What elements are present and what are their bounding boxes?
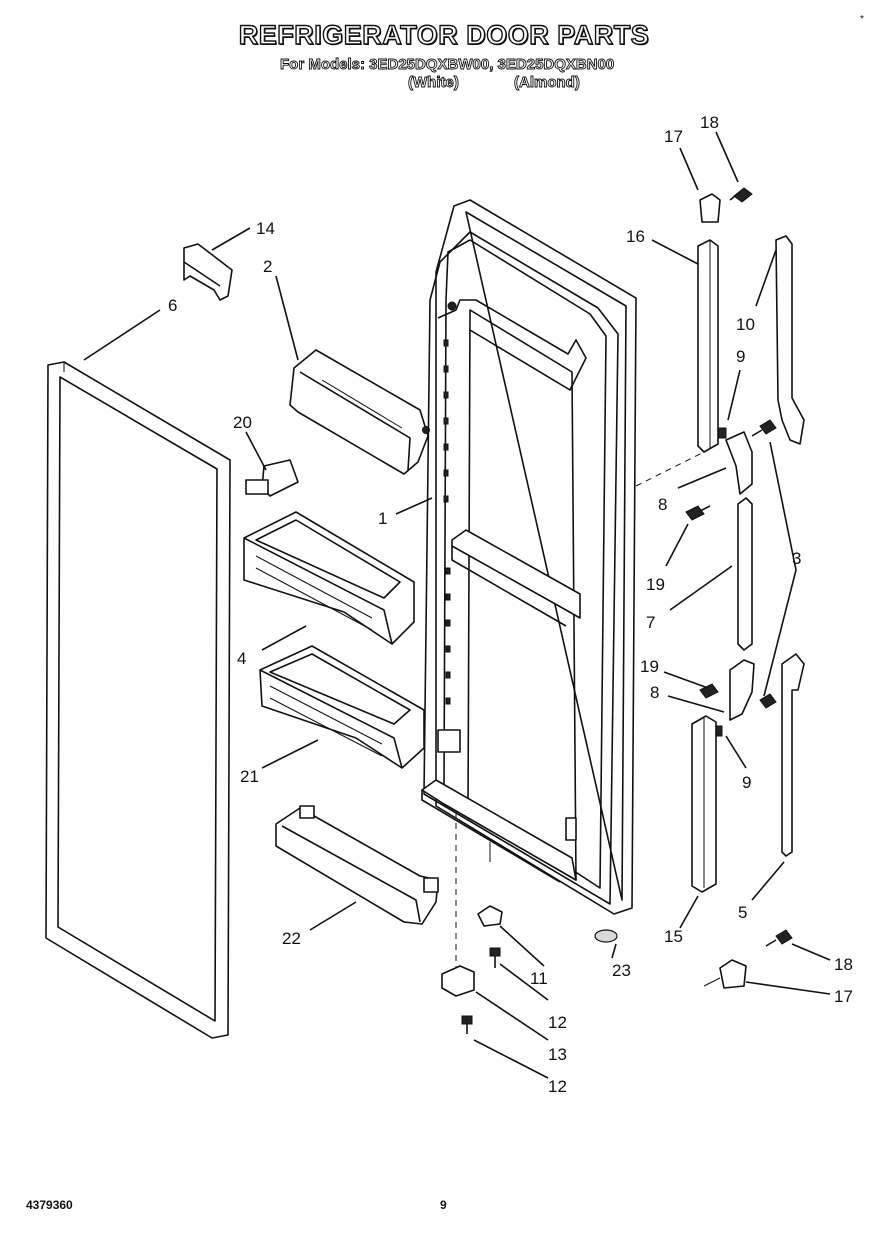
callout-16: 16 [626, 227, 645, 246]
callout-3: 3 [792, 549, 801, 568]
hinge-axis-lines [455, 451, 721, 987]
callout-9-bottom: 9 [742, 773, 751, 792]
part-15-trim [691, 715, 717, 893]
leader-lines [83, 131, 831, 1079]
callout-17-top: 17 [664, 127, 683, 146]
part-10-handle-trim [775, 235, 805, 445]
callout-labels: 14 2 6 20 1 4 21 22 16 17 18 10 9 8 19 7… [168, 113, 853, 1096]
callout-19-bottom: 19 [640, 657, 659, 676]
part-4-door-bin [243, 511, 415, 645]
callout-12-lower: 12 [548, 1077, 567, 1096]
callout-15: 15 [664, 927, 683, 946]
callout-7: 7 [646, 613, 655, 632]
part-1-door-liner [421, 199, 637, 915]
callout-18-bottom: 18 [834, 955, 853, 974]
callout-8-top: 8 [658, 495, 667, 514]
callout-8-bottom: 8 [650, 683, 659, 702]
callout-21: 21 [240, 767, 259, 786]
part-19-screw-lower [699, 683, 719, 699]
document-number: 4379360 [26, 1198, 73, 1212]
page-title: REFRIGERATOR DOOR PARTS [238, 19, 650, 50]
corner-mark: * [860, 14, 864, 25]
callout-22: 22 [282, 929, 301, 948]
callout-11: 11 [530, 969, 548, 988]
part-16-trim [697, 239, 719, 453]
callout-9-top: 9 [736, 347, 745, 366]
variant-almond-label: (Almond) [514, 74, 581, 92]
part-3-screw-lower [759, 693, 777, 709]
part-18-screw-bottom [765, 929, 793, 947]
part-20-clip [245, 459, 299, 497]
variant-white-label: (White) [408, 74, 460, 92]
callout-20: 20 [233, 413, 252, 432]
part-19-screw-upper [685, 505, 711, 521]
part-5-handle-trim [781, 653, 805, 857]
part-12-screw-a [489, 947, 501, 968]
part-9-clip-upper [717, 427, 727, 439]
callout-12-upper: 12 [548, 1013, 567, 1032]
part-8-hinge-upper [725, 431, 753, 495]
callout-2: 2 [263, 257, 272, 276]
part-21-door-bin [259, 645, 425, 769]
callout-4: 4 [237, 649, 246, 668]
part-22-door-rack [275, 805, 439, 925]
part-8-hinge-lower [729, 659, 755, 721]
part-3-screw-upper [751, 419, 777, 437]
part-14-bracket [183, 243, 233, 301]
callout-14: 14 [256, 219, 275, 238]
part-door-gasket [45, 361, 231, 1039]
callout-10: 10 [736, 315, 755, 334]
part-18-screw-top [729, 187, 753, 203]
part-12-screw-b [461, 1015, 473, 1034]
shelf-holes [443, 339, 451, 705]
part-23-plug [594, 929, 618, 943]
callout-23: 23 [612, 961, 631, 980]
model-line: For Models: 3ED25DQXBW00, 3ED25DQXBN00 [280, 56, 615, 74]
part-7-trim [737, 497, 753, 651]
callout-6: 6 [168, 296, 177, 315]
page-number: 9 [440, 1198, 447, 1212]
part-17-hinge-cap-bottom [719, 959, 747, 989]
callout-18-top: 18 [700, 113, 719, 132]
part-11-hinge-pin [477, 905, 503, 927]
part-13-hinge-block [441, 965, 475, 997]
part-17-hinge-cap-top [699, 193, 721, 223]
callout-13: 13 [548, 1045, 567, 1064]
part-2-dairy-door [289, 349, 430, 475]
callout-17-bottom: 17 [834, 987, 853, 1006]
callout-19-top: 19 [646, 575, 665, 594]
callout-5: 5 [738, 903, 747, 922]
callout-1: 1 [378, 509, 387, 528]
